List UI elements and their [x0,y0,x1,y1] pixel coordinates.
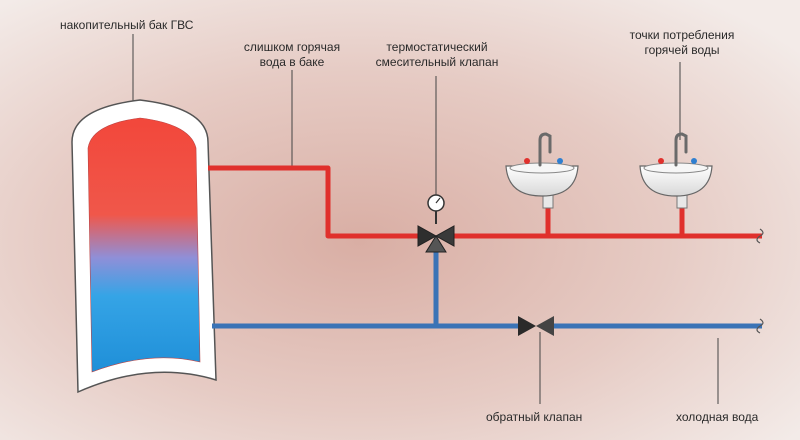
label-mixer-line2: смесительный клапан [375,55,499,69]
valve-body-right [434,225,455,247]
faucet-icon [538,132,552,167]
cold-pipe-end-break [756,318,764,334]
hot-tap-icon [524,158,530,164]
check-valve-right-icon [536,316,554,336]
label-tank: накопительный бак ГВС [60,18,194,32]
cold-tap-icon [557,158,563,164]
label-mixing-valve: термостатический смесительный клапан [372,40,502,70]
label-points-line1: точки потребления [629,28,735,42]
sink-2 [639,132,713,209]
cold-tap-icon [691,158,697,164]
valve-body-left [417,225,438,247]
leader-lines [132,34,719,404]
label-too-hot-line2: вода в баке [259,55,325,69]
cold-water-pipe [212,250,762,329]
storage-tank [71,99,217,394]
hot-tap-icon [658,158,664,164]
check-valve [518,316,554,336]
label-points-line2: горячей воды [644,43,720,57]
check-valve-left-icon [518,316,536,336]
label-too-hot-water: слишком горячая вода в баке [236,40,348,70]
label-cold-water: холодная вода [676,410,759,424]
label-check-valve: обратный клапан [486,410,583,424]
valve-body-bottom [425,235,447,253]
thermostatic-mixing-valve [417,194,455,253]
label-mixer-line1: термостатический [386,40,488,54]
hot-water-pipe [208,165,762,239]
faucet-icon [674,132,688,167]
label-too-hot-line1: слишком горячая [243,40,341,54]
sink-1 [505,132,579,209]
hot-pipe-end-break [756,228,764,244]
label-consumption-points: точки потребления горячей воды [612,28,752,58]
tank-water [87,117,201,373]
